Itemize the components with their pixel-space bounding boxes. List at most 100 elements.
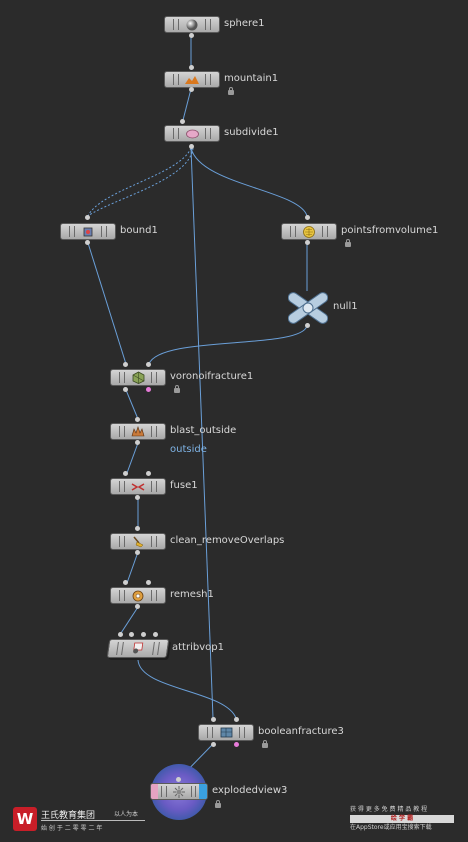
- clean-icon: [131, 535, 145, 548]
- node-blast_outside-input[interactable]: [135, 417, 140, 422]
- node-pointsfromvolume1-input[interactable]: [305, 215, 310, 220]
- node-subdivide1[interactable]: [164, 125, 220, 142]
- logo-tagline2: 始 创 于 二 零 零 二 年: [41, 825, 103, 832]
- node-subdivide1-input[interactable]: [180, 119, 185, 124]
- node-mountain1-output[interactable]: [189, 87, 194, 92]
- node-sphere1[interactable]: [164, 16, 220, 33]
- logo-icon: W: [13, 807, 37, 831]
- node-bound1-input[interactable]: [85, 215, 90, 220]
- lock-icon: [174, 385, 180, 393]
- subdivide-icon: [185, 127, 199, 140]
- lock-icon: [345, 239, 351, 247]
- node-bound1-output[interactable]: [85, 240, 90, 245]
- wire-attribvop-boolean: [137, 659, 237, 719]
- node-clean-input[interactable]: [135, 526, 140, 531]
- node-pointsfromvolume1-label: pointsfromvolume1: [341, 225, 439, 236]
- promo-line1: 获 得 更 多 免 费 精 品 教 程: [350, 806, 428, 813]
- node-voronoifracture1-output-2[interactable]: [146, 387, 151, 392]
- node-booleanfracture3-output-1[interactable]: [211, 742, 216, 747]
- watermark-promo: 获 得 更 多 免 费 精 品 教 程 绘 学 霸 在AppStore或应用宝搜…: [350, 806, 454, 832]
- node-fuse1-input-2[interactable]: [146, 471, 151, 476]
- node-remesh1-label: remesh1: [170, 589, 214, 600]
- wire-subdivide-bound: [87, 147, 192, 217]
- wire-bound-voronoi: [87, 242, 127, 365]
- promo-line2: 绘 学 霸: [350, 815, 454, 823]
- node-sphere1-output[interactable]: [189, 33, 194, 38]
- node-null1-label: null1: [333, 301, 358, 312]
- wire-subdivide-pointsfromvolume: [190, 147, 308, 217]
- node-explodedview3-input[interactable]: [176, 777, 181, 782]
- node-booleanfracture3-input-2[interactable]: [234, 717, 239, 722]
- node-booleanfracture3-label: booleanfracture3: [258, 726, 344, 737]
- node-fuse1-input-1[interactable]: [123, 471, 128, 476]
- node-subdivide1-label: subdivide1: [224, 127, 279, 138]
- node-attribvop1[interactable]: [106, 639, 170, 658]
- node-mountain1[interactable]: [164, 71, 220, 88]
- node-explodedview3[interactable]: [150, 783, 208, 800]
- sphere-icon: [185, 18, 199, 31]
- node-voronoifracture1-input-1[interactable]: [123, 362, 128, 367]
- logo-divider: [41, 820, 145, 821]
- node-remesh1-input-1[interactable]: [123, 580, 128, 585]
- lock-icon: [228, 87, 234, 95]
- node-attribvop1-input-4[interactable]: [153, 632, 158, 637]
- node-fuse1-output[interactable]: [135, 495, 140, 500]
- node-sphere1-label: sphere1: [224, 18, 265, 29]
- node-booleanfracture3[interactable]: [198, 724, 254, 741]
- boolean-icon: [219, 726, 233, 739]
- wire-subdivide-boolean: [190, 147, 214, 719]
- bound-icon: [81, 225, 95, 238]
- null-icon: [287, 292, 329, 324]
- node-pointsfromvolume1-output[interactable]: [305, 240, 310, 245]
- node-mountain1-input[interactable]: [189, 65, 194, 70]
- node-voronoifracture1[interactable]: [110, 369, 166, 386]
- node-clean-output[interactable]: [135, 550, 140, 555]
- node-booleanfracture3-input-1[interactable]: [211, 717, 216, 722]
- node-remesh1-output[interactable]: [135, 604, 140, 609]
- wire-subdivide-bound-2: [87, 147, 194, 217]
- node-voronoifracture1-input-2[interactable]: [146, 362, 151, 367]
- node-null1-output[interactable]: [305, 323, 310, 328]
- points-icon: [302, 225, 316, 238]
- node-clean_removeOverlaps-label: clean_removeOverlaps: [170, 535, 285, 546]
- node-bound1[interactable]: [60, 223, 116, 240]
- wire-clean-remesh: [126, 551, 139, 584]
- node-blast_outside[interactable]: [110, 423, 166, 440]
- node-null1[interactable]: [287, 292, 329, 324]
- wire-voronoi-blast: [125, 389, 139, 420]
- node-voronoifracture1-output-1[interactable]: [123, 387, 128, 392]
- lock-icon: [262, 740, 268, 748]
- node-blast_outside-output[interactable]: [135, 440, 140, 445]
- node-clean_removeOverlaps[interactable]: [110, 533, 166, 550]
- node-subdivide1-output[interactable]: [189, 144, 194, 149]
- node-fuse1-label: fuse1: [170, 480, 198, 491]
- node-blast_outside-label: blast_outside: [170, 425, 237, 436]
- node-booleanfracture3-output-2[interactable]: [234, 742, 239, 747]
- logo-tagline1: 以人为本: [114, 811, 139, 818]
- node-blast_outside-group: outside: [170, 444, 207, 455]
- explodedview-icon: [172, 785, 186, 798]
- node-explodedview3-label: explodedview3: [212, 785, 288, 796]
- fuse-icon: [131, 480, 145, 493]
- node-bound1-label: bound1: [120, 225, 158, 236]
- node-attribvop1-input-2[interactable]: [129, 632, 134, 637]
- voronoi-icon: [131, 371, 145, 384]
- logo-company: 王氏教育集团: [41, 811, 96, 821]
- node-pointsfromvolume1[interactable]: [281, 223, 337, 240]
- wire-null-voronoi: [148, 325, 308, 365]
- blast-icon: [131, 425, 145, 438]
- node-remesh1[interactable]: [110, 587, 166, 604]
- wire-remesh-attribvop: [120, 606, 139, 634]
- node-attribvop1-input-1[interactable]: [118, 632, 123, 637]
- lock-icon: [215, 800, 221, 808]
- node-remesh1-input-2[interactable]: [146, 580, 151, 585]
- wire-mountain-subdivide: [181, 88, 192, 125]
- node-voronoifracture1-label: voronoifracture1: [170, 371, 254, 382]
- attribvop-icon: [130, 641, 146, 654]
- node-fuse1[interactable]: [110, 478, 166, 495]
- node-mountain1-label: mountain1: [224, 73, 279, 84]
- mountain-icon: [185, 73, 199, 86]
- node-attribvop1-input-3[interactable]: [141, 632, 146, 637]
- wire-blast-fuse: [126, 442, 139, 474]
